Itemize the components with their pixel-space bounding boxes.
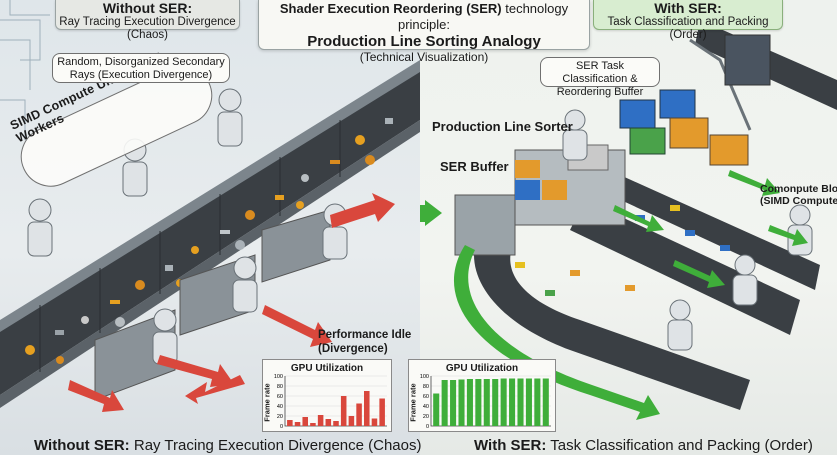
chart-left-bar	[364, 391, 370, 426]
robot-workers-bottom	[152, 203, 348, 365]
performance-idle-line1: Performance Idle	[318, 329, 412, 341]
chaos-scene-illustration	[0, 0, 420, 412]
caption-left-rest: Ray Tracing Execution Divergence (Chaos)	[129, 437, 422, 454]
performance-idle-label: Performance Idle (Divergence)	[318, 328, 420, 356]
chart-left-ytick-label: 80	[277, 384, 283, 390]
chart-left-title: GPU Utilization	[290, 363, 364, 374]
chart-left-bar	[333, 421, 339, 426]
compute-blocks-label: Comonpute Blocks / (SIMD Compute Units	[760, 183, 837, 207]
chart-left-bar	[317, 415, 324, 426]
gpu-chart-right-plot: 0 20 40 60 80 100	[420, 374, 551, 430]
chart-right-title: GPU Utilization	[445, 363, 519, 374]
control-monitor	[724, 34, 771, 86]
ordered-scene-illustration	[420, 20, 837, 420]
chart-right-bar	[500, 378, 507, 426]
chart-left-bar	[302, 417, 308, 426]
green-transition-arrow	[420, 200, 442, 226]
chart-right-ytick-label: 80	[423, 384, 429, 390]
header-with-ser-title: With SER:	[654, 0, 722, 16]
gpu-utilization-chart-without-ser: 0 20 40 60 80 100 GPU Utilization Frame rate	[262, 359, 392, 432]
chart-right-ylabel: Frame rate	[408, 383, 418, 422]
chart-right-bar	[492, 379, 499, 426]
caption-right-bold: With SER:	[474, 437, 547, 454]
chart-right-ytick-label: 20	[423, 414, 429, 420]
chart-left-bar	[325, 419, 332, 426]
ser-buffer-label: SER Buffer	[440, 159, 509, 174]
gpu-chart-left-plot: 0 20 40 60 80 100	[274, 374, 387, 430]
performance-idle-line2: (Divergence)	[318, 343, 388, 355]
chart-left-bar	[348, 416, 355, 426]
chart-left-bar	[340, 396, 347, 426]
chart-left-bar	[371, 418, 378, 426]
caption-right-rest: Task Classification and Packing (Order)	[546, 437, 813, 454]
header-without-ser-subtitle: Ray Tracing Execution Divergence (Chaos)	[59, 16, 236, 41]
random-rays-callout: Random, Disorganized Secondary Rays (Exe…	[52, 53, 230, 83]
chart-right-bar	[483, 379, 490, 426]
chart-right-bar	[509, 378, 516, 426]
robot-workers-right	[562, 109, 813, 351]
chart-right-bar	[433, 393, 440, 426]
workstations	[94, 209, 331, 401]
chart-right-bar	[534, 378, 541, 426]
header-with-ser-subtitle: Task Classification and Packing (Order)	[607, 16, 769, 41]
header-without-ser-title: Without SER:	[102, 0, 193, 16]
header-without-ser: Without SER: Ray Tracing Execution Diver…	[55, 0, 240, 41]
compute-blocks-line2: (SIMD Compute Units	[760, 195, 837, 207]
caption-left-bold: Without SER:	[34, 437, 130, 454]
chart-left-bar	[287, 420, 293, 426]
chart-right-bar	[542, 378, 549, 426]
caption-without-ser: Without SER: Ray Tracing Execution Diver…	[34, 437, 421, 455]
sorted-bins	[619, 89, 749, 166]
chart-right-ytick-label: 40	[423, 404, 429, 410]
chart-left-bar	[356, 403, 362, 426]
header-with-ser: With SER: Task Classification and Packin…	[593, 0, 783, 41]
chart-left-bar	[379, 398, 385, 426]
left-panel-without-ser: SIMD Compute Units / GPU Workers Random,…	[0, 0, 420, 455]
chart-right-bar	[466, 379, 473, 426]
title-ser-bold: Shader Execution Reordering (SER)	[279, 1, 502, 16]
chart-left-ylabel: Frame rate	[262, 383, 272, 422]
red-divergence-arrows	[68, 193, 395, 412]
chart-left-ytick-label: 100	[274, 374, 283, 380]
compute-blocks-line1: Comonpute Blocks /	[760, 183, 837, 195]
chart-left-ytick-label: 60	[277, 394, 283, 400]
chart-right-bar	[450, 380, 457, 426]
caption-with-ser: With SER: Task Classification and Packin…	[474, 437, 813, 455]
chart-right-ytick-label: 0	[426, 424, 429, 430]
chart-right-bar	[475, 379, 482, 426]
ser-task-classification-callout: SER Task Classification & Reordering Buf…	[540, 57, 660, 98]
robot-arm	[689, 38, 752, 131]
chart-left-ytick-label: 20	[277, 414, 283, 420]
chart-left-ytick-label: 0	[280, 424, 283, 430]
chart-right-bar	[517, 378, 524, 426]
production-line-sorter-label: Production Line Sorter	[432, 119, 573, 134]
chart-right-bar	[458, 379, 465, 426]
chart-right-bar	[441, 380, 448, 426]
chart-left-bar	[310, 423, 316, 426]
title-line3: (Technical Visualization)	[359, 50, 489, 64]
chart-right-bar	[525, 378, 532, 426]
title-line2: Production Line Sorting Analogy	[307, 33, 541, 50]
chart-right-ytick-label: 60	[423, 394, 429, 400]
main-title-box: Shader Execution Reordering (SER) techno…	[258, 0, 590, 64]
chart-right-ytick-label: 100	[420, 374, 429, 380]
chart-right-axes	[430, 376, 551, 427]
title-line1-rest: technology principle:	[397, 1, 569, 32]
gpu-utilization-chart-with-ser: 0 20 40 60 80 100 GPU Utilization Frame rate	[408, 359, 556, 432]
chart-left-ytick-label: 40	[277, 404, 283, 410]
title-line1: Shader Execution Reordering (SER) techno…	[259, 1, 589, 33]
green-flow-arrows	[453, 170, 808, 420]
scattered-parts	[25, 118, 393, 364]
chart-left-bar	[294, 422, 301, 426]
